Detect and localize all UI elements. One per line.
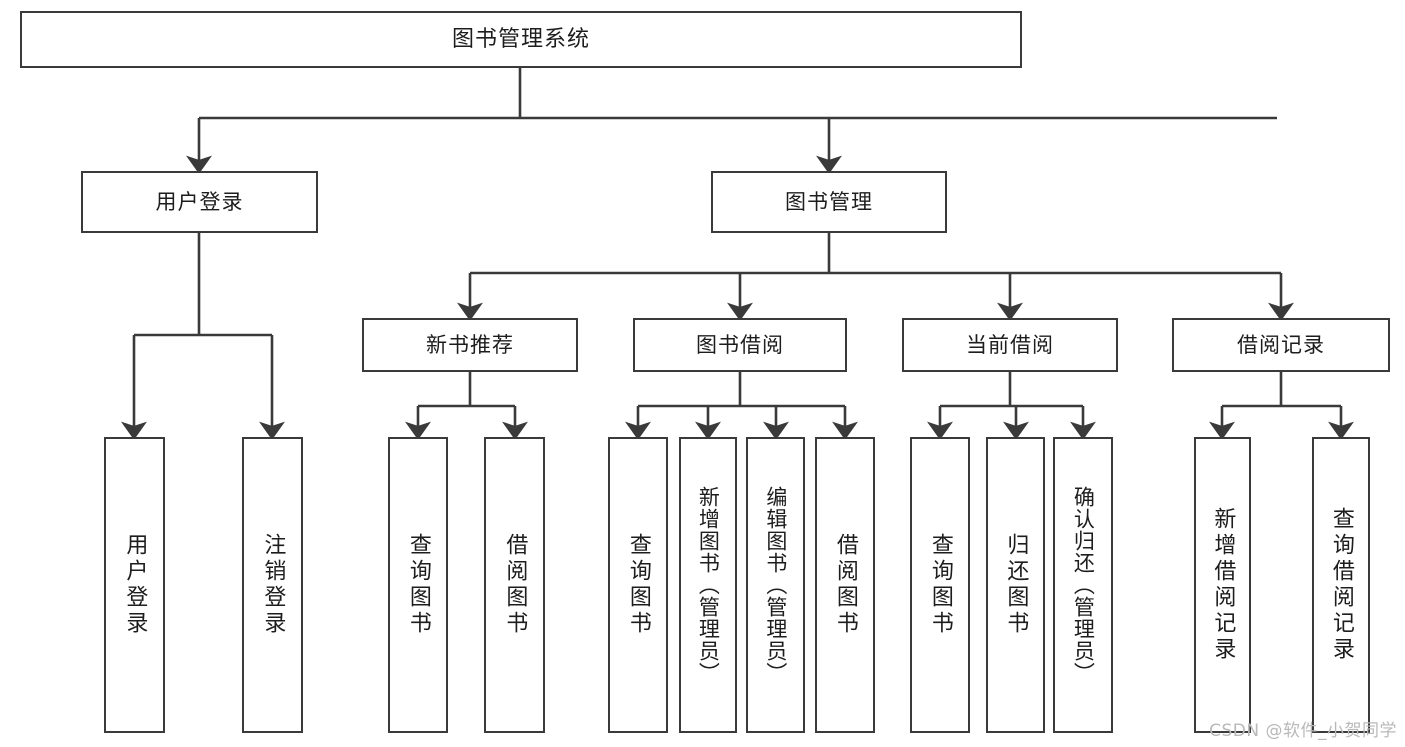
node-leaf-return-book-label: 归还图书	[1003, 533, 1029, 637]
node-book-borrow[interactable]: 图书借阅	[633, 318, 847, 372]
node-leaf-query-book-1[interactable]: 查询图书	[388, 437, 448, 733]
node-leaf-borrow-book-2[interactable]: 借阅图书	[815, 437, 875, 733]
node-leaf-return-book[interactable]: 归还图书	[986, 437, 1045, 733]
node-leaf-borrow-book-1-label: 借阅图书	[502, 533, 528, 637]
node-leaf-user-logout-label: 注销登录	[260, 533, 286, 637]
node-leaf-query-book-3-label: 查询图书	[927, 533, 953, 637]
node-current-borrow-label: 当前借阅	[966, 332, 1054, 357]
node-book-manage[interactable]: 图书管理	[711, 171, 947, 233]
node-borrow-record-label: 借阅记录	[1237, 332, 1325, 357]
node-leaf-edit-book-label: 编辑图书（管理员）	[763, 486, 788, 684]
node-new-book-recommend[interactable]: 新书推荐	[362, 318, 578, 372]
node-book-manage-label: 图书管理	[785, 189, 873, 214]
node-root[interactable]: 图书管理系统	[20, 11, 1022, 68]
node-leaf-query-book-1-label: 查询图书	[405, 533, 431, 637]
node-leaf-user-login-label: 用户登录	[122, 533, 148, 637]
node-leaf-query-book-2[interactable]: 查询图书	[608, 437, 668, 733]
node-leaf-query-book-2-label: 查询图书	[625, 533, 651, 637]
node-leaf-confirm-return-label: 确认归还（管理员）	[1071, 486, 1096, 684]
node-new-book-recommend-label: 新书推荐	[426, 332, 514, 357]
node-current-borrow[interactable]: 当前借阅	[902, 318, 1118, 372]
node-user-login[interactable]: 用户登录	[81, 171, 318, 233]
node-leaf-add-book[interactable]: 新增图书（管理员）	[679, 437, 737, 733]
node-user-login-label: 用户登录	[155, 189, 244, 214]
node-leaf-query-book-3[interactable]: 查询图书	[910, 437, 970, 733]
node-leaf-add-record[interactable]: 新增借阅记录	[1194, 437, 1251, 733]
node-leaf-user-login[interactable]: 用户登录	[104, 437, 165, 733]
node-root-label: 图书管理系统	[451, 26, 590, 52]
node-book-borrow-label: 图书借阅	[696, 332, 784, 357]
node-leaf-confirm-return[interactable]: 确认归还（管理员）	[1053, 437, 1113, 733]
node-borrow-record[interactable]: 借阅记录	[1172, 318, 1390, 372]
node-leaf-query-record-label: 查询借阅记录	[1328, 507, 1354, 663]
watermark-text: CSDN @软件_小贺同学	[1209, 721, 1397, 741]
node-leaf-edit-book[interactable]: 编辑图书（管理员）	[746, 437, 805, 733]
node-leaf-add-book-label: 新增图书（管理员）	[696, 486, 721, 684]
node-leaf-add-record-label: 新增借阅记录	[1210, 507, 1236, 663]
node-leaf-borrow-book-1[interactable]: 借阅图书	[484, 437, 545, 733]
node-leaf-user-logout[interactable]: 注销登录	[242, 437, 303, 733]
node-leaf-borrow-book-2-label: 借阅图书	[832, 533, 858, 637]
node-leaf-query-record[interactable]: 查询借阅记录	[1312, 437, 1370, 733]
